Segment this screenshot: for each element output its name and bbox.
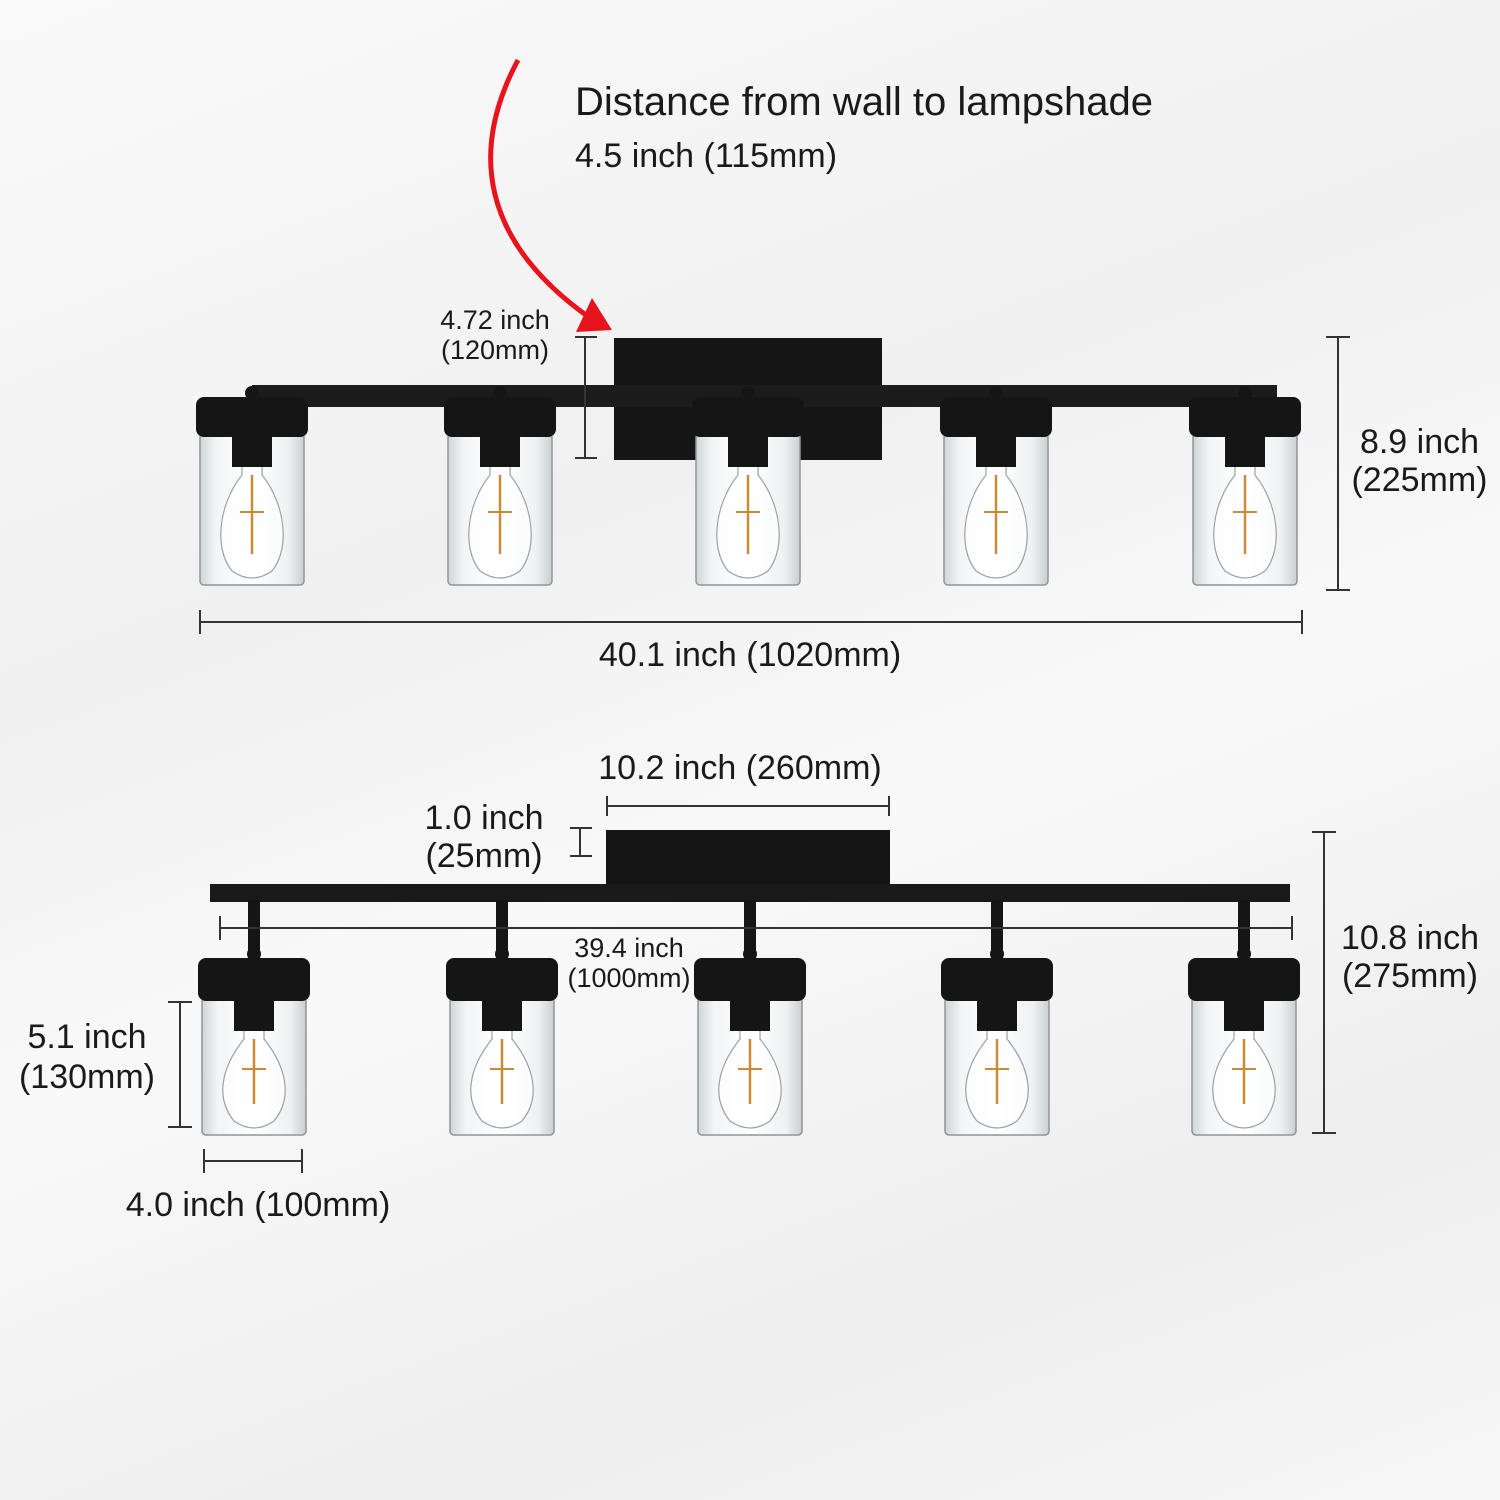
top-height-mm: (225mm) bbox=[1351, 461, 1488, 499]
shade-height-dimension bbox=[168, 1001, 192, 1128]
top-total-width: 40.1 inch (1020mm) bbox=[598, 636, 902, 674]
lamp-finial bbox=[495, 947, 509, 961]
socket bbox=[1225, 433, 1265, 467]
socket bbox=[976, 433, 1016, 467]
shade-cap bbox=[444, 397, 556, 437]
annotation-value: 4.5 inch (115mm) bbox=[575, 137, 838, 175]
wall-distance-arrow bbox=[488, 58, 612, 332]
bar-length-dimension bbox=[219, 916, 1293, 940]
top-lamp bbox=[692, 386, 804, 586]
canopy bbox=[606, 830, 890, 884]
shade-cap bbox=[196, 397, 308, 437]
socket bbox=[1224, 997, 1264, 1031]
shade-cap bbox=[940, 397, 1052, 437]
shade-width-dimension bbox=[203, 1149, 303, 1173]
socket bbox=[232, 433, 272, 467]
bottom-view-fixture bbox=[198, 830, 1300, 1136]
top-lamp bbox=[196, 386, 308, 586]
bar-length-inch: 39.4 inch bbox=[574, 933, 684, 963]
socket bbox=[730, 997, 770, 1031]
annotation-title: Distance from wall to lampshade bbox=[575, 80, 1154, 124]
shade-cap bbox=[1189, 397, 1301, 437]
bar-length-mm: (1000mm) bbox=[567, 963, 691, 993]
bottom-lamp bbox=[941, 900, 1053, 1136]
canopy-depth-inch: 1.0 inch bbox=[424, 799, 544, 837]
bottom-lamp bbox=[1188, 900, 1300, 1136]
shade-cap bbox=[1188, 958, 1300, 1001]
lamp-stem bbox=[991, 900, 1003, 962]
bottom-lamp bbox=[694, 900, 806, 1136]
bottom-lamps bbox=[198, 900, 1300, 1136]
lamp-finial bbox=[743, 947, 757, 961]
top-height-dimension bbox=[1326, 336, 1350, 591]
bottom-height-mm: (275mm) bbox=[1341, 957, 1479, 995]
canopy-depth-dimension bbox=[570, 827, 592, 857]
bottom-lamp bbox=[446, 900, 558, 1136]
top-view-fixture bbox=[196, 338, 1301, 586]
shade-cap bbox=[198, 958, 310, 1001]
lamp-stem bbox=[496, 900, 508, 962]
canopy-stem-left bbox=[680, 870, 692, 886]
lamp-finial bbox=[990, 947, 1004, 961]
lamp-stem bbox=[1238, 900, 1250, 962]
lamp-finial bbox=[1238, 386, 1252, 400]
socket bbox=[480, 433, 520, 467]
socket bbox=[728, 433, 768, 467]
canopy-width-dimension bbox=[606, 796, 890, 816]
shade-cap bbox=[941, 958, 1053, 1001]
shade-height-mm: (130mm) bbox=[18, 1058, 156, 1096]
top-lamps bbox=[196, 386, 1301, 586]
canopy-stem-right bbox=[806, 870, 818, 886]
lamp-finial bbox=[989, 386, 1003, 400]
shade-cap bbox=[694, 958, 806, 1001]
canopy-width-label: 10.2 inch (260mm) bbox=[598, 749, 882, 787]
lamp-finial bbox=[245, 386, 259, 400]
backplate-height-mm: (120mm) bbox=[440, 335, 549, 365]
bottom-lamp bbox=[198, 900, 310, 1136]
lamp-stem bbox=[744, 900, 756, 962]
main-bar bbox=[210, 884, 1290, 902]
top-height-inch: 8.9 inch bbox=[1359, 423, 1480, 461]
top-width-dimension bbox=[199, 610, 1303, 634]
lamp-finial bbox=[247, 947, 261, 961]
shade-width-label: 4.0 inch (100mm) bbox=[125, 1186, 391, 1224]
canopy-depth-mm: (25mm) bbox=[425, 837, 543, 875]
bottom-height-inch: 10.8 inch bbox=[1341, 919, 1479, 957]
shade-cap bbox=[692, 397, 804, 437]
bottom-height-dimension bbox=[1312, 831, 1336, 1134]
top-lamp bbox=[444, 386, 556, 586]
lamp-finial bbox=[1237, 947, 1251, 961]
lamp-stem bbox=[248, 900, 260, 962]
top-lamp bbox=[940, 386, 1052, 586]
lamp-finial bbox=[741, 386, 755, 400]
socket bbox=[234, 997, 274, 1031]
socket bbox=[977, 997, 1017, 1031]
lamp-finial bbox=[493, 386, 507, 400]
shade-height-inch: 5.1 inch bbox=[27, 1018, 147, 1056]
shade-cap bbox=[446, 958, 558, 1001]
backplate-height-inch: 4.72 inch bbox=[440, 305, 550, 335]
socket bbox=[482, 997, 522, 1031]
backplate-height-dimension bbox=[575, 336, 597, 459]
top-lamp bbox=[1189, 386, 1301, 586]
